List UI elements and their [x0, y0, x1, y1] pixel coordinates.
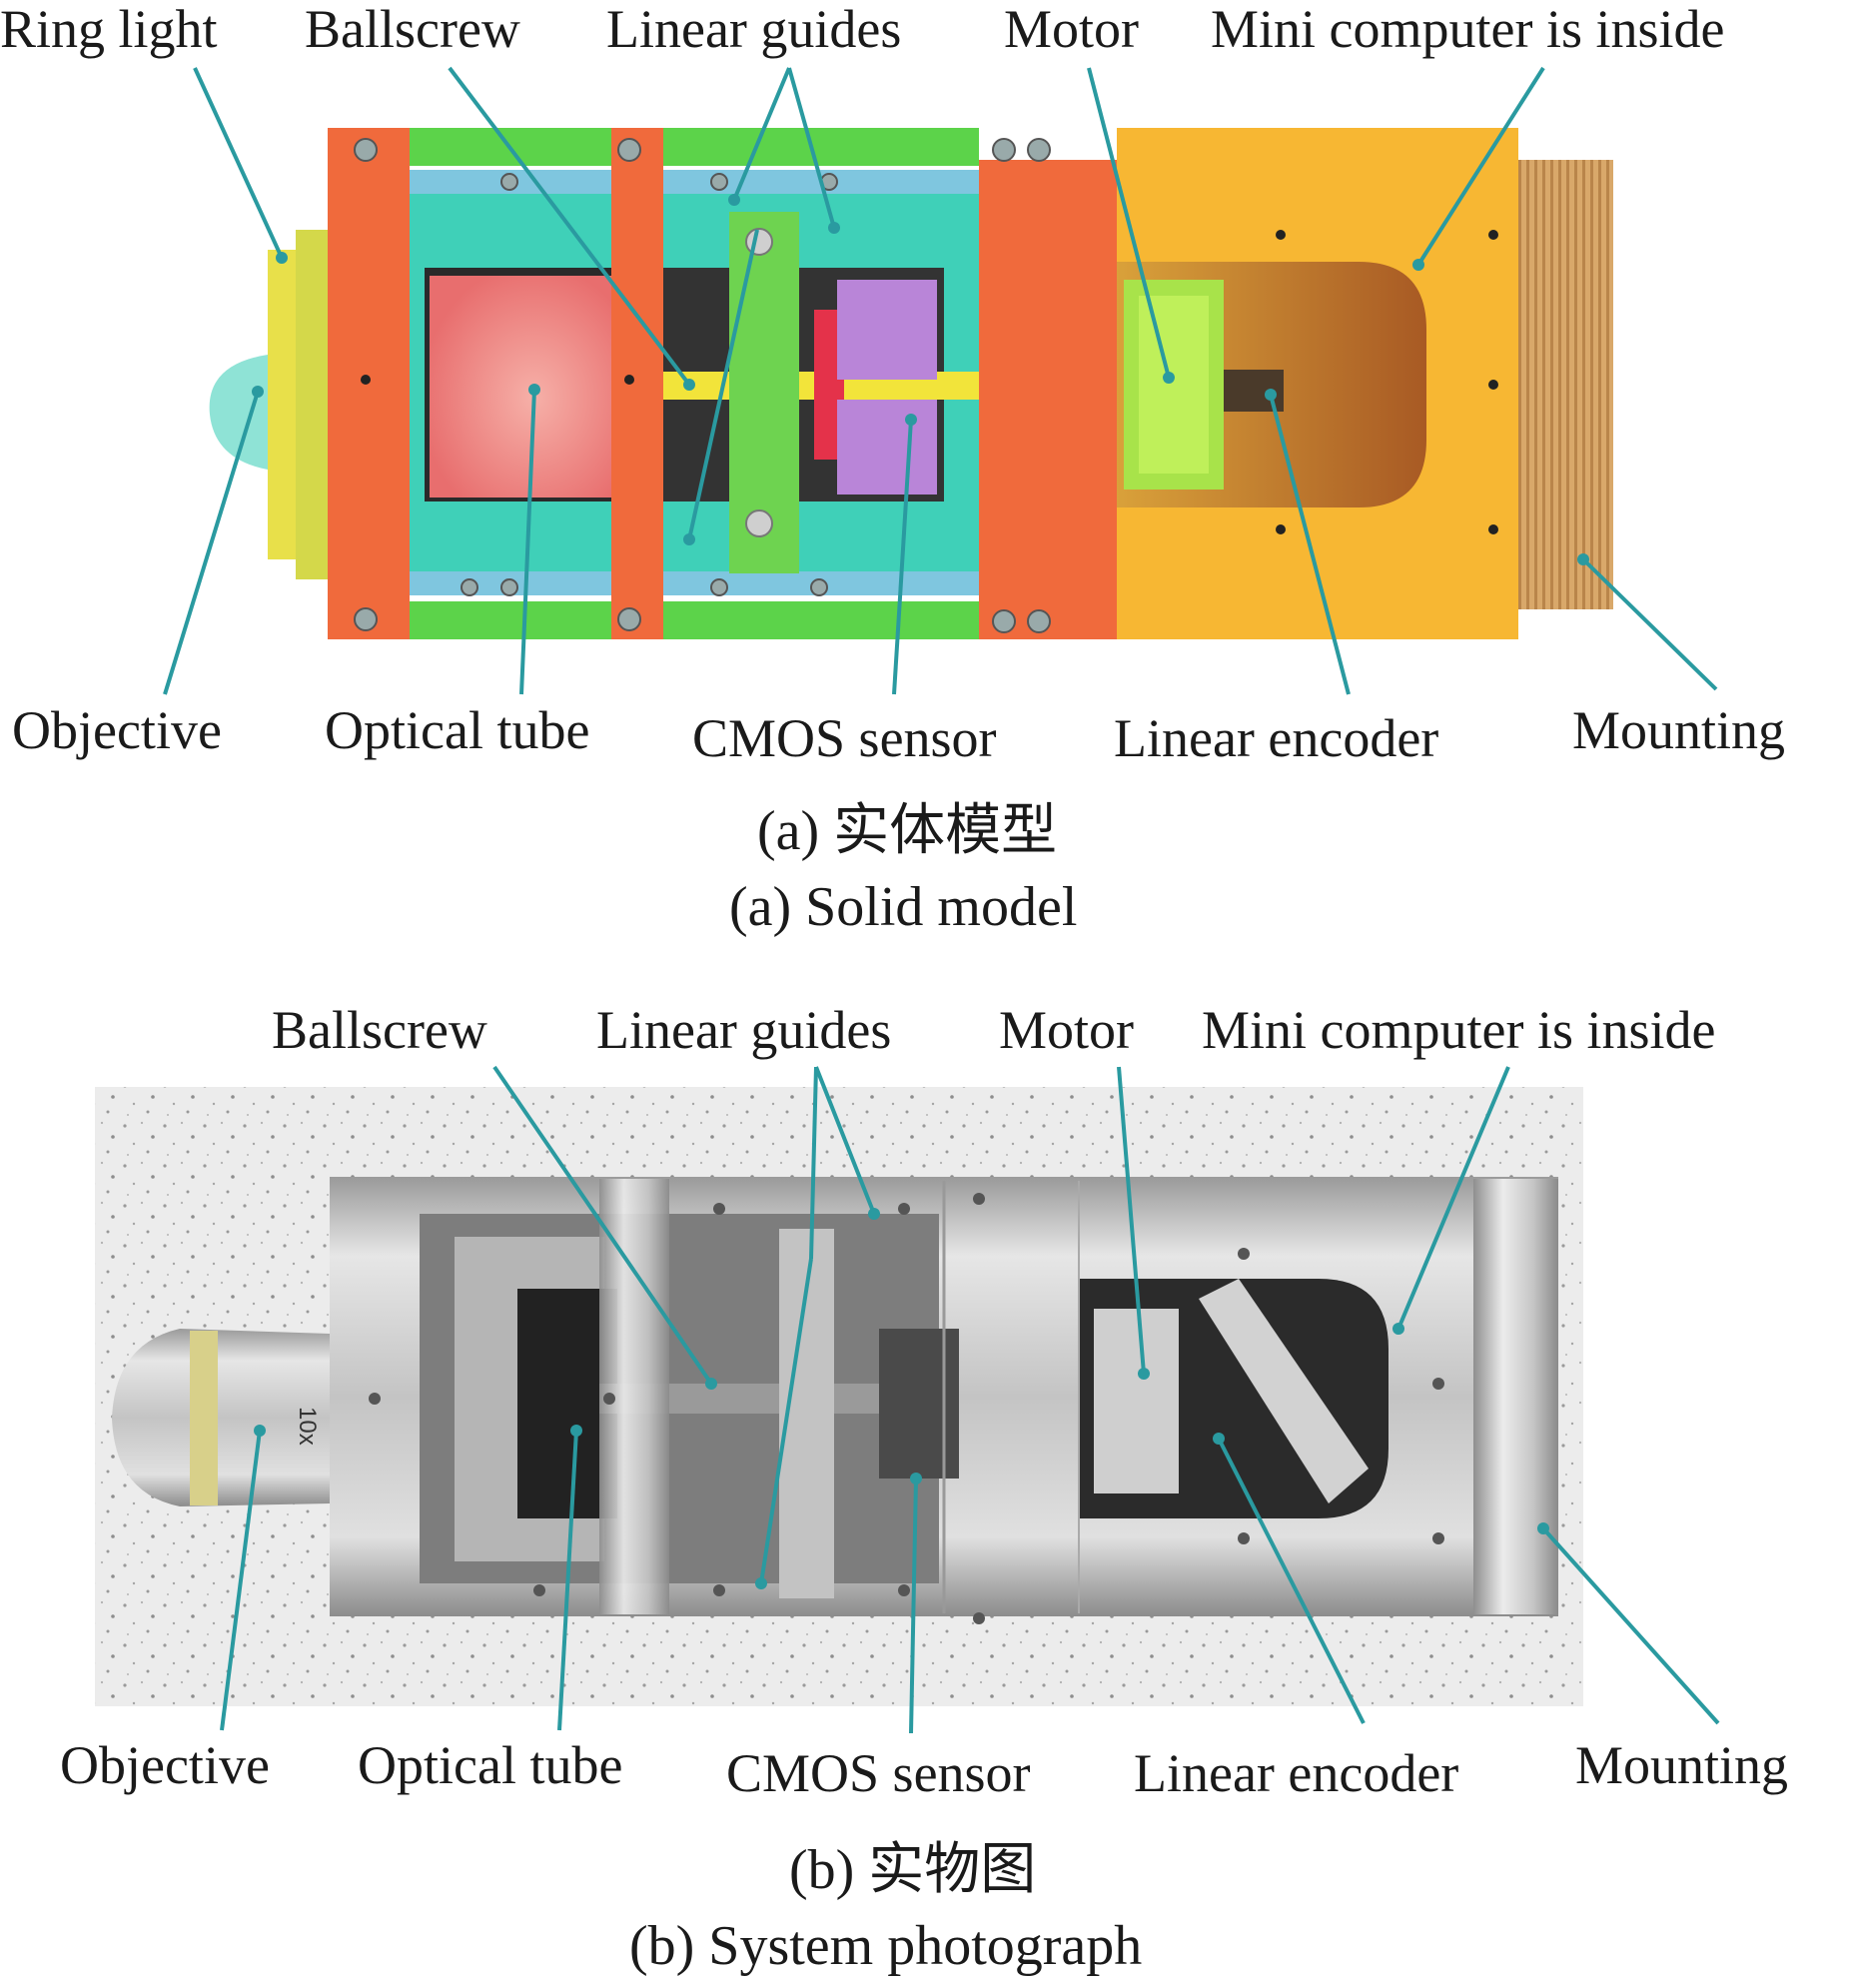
caption-a-en: (a) Solid model [729, 876, 1078, 938]
label-a-cmos-sensor: CMOS sensor [692, 708, 997, 768]
leader-lines [163, 66, 1720, 1734]
caption-b-zh: (b) 实物图 [789, 1839, 1037, 1901]
label-a-optical-tube: Optical tube [325, 700, 590, 760]
label-a-ring-light: Ring light [0, 0, 218, 59]
label-a-linear-encoder: Linear encoder [1114, 708, 1439, 768]
label-b-linear-encoder: Linear encoder [1134, 1743, 1459, 1803]
label-b-ballscrew: Ballscrew [272, 1000, 487, 1060]
lens-text: 10x [294, 1407, 321, 1446]
label-b-objective: Objective [60, 1735, 270, 1795]
caption-a-zh: (a) 实体模型 [757, 800, 1058, 862]
system-photograph-drawing: 10x [95, 1087, 1583, 1706]
label-a-objective: Objective [12, 700, 222, 760]
label-a-ballscrew: Ballscrew [305, 0, 520, 59]
label-b-cmos-sensor: CMOS sensor [726, 1743, 1031, 1803]
label-a-mini-computer: Mini computer is inside [1211, 0, 1725, 59]
label-a-motor: Motor [1004, 0, 1139, 59]
label-b-motor: Motor [999, 1000, 1134, 1060]
label-b-mounting: Mounting [1575, 1735, 1789, 1795]
leader-arrowheads [252, 194, 1589, 1589]
label-a-mounting: Mounting [1572, 700, 1786, 760]
label-b-optical-tube: Optical tube [358, 1735, 623, 1795]
solid-model-drawing [209, 128, 1613, 639]
label-b-linear-guides: Linear guides [596, 1000, 892, 1060]
label-a-linear-guides: Linear guides [606, 0, 902, 59]
label-b-mini-computer: Mini computer is inside [1202, 1000, 1716, 1060]
caption-b-en: (b) System photograph [629, 1915, 1143, 1977]
